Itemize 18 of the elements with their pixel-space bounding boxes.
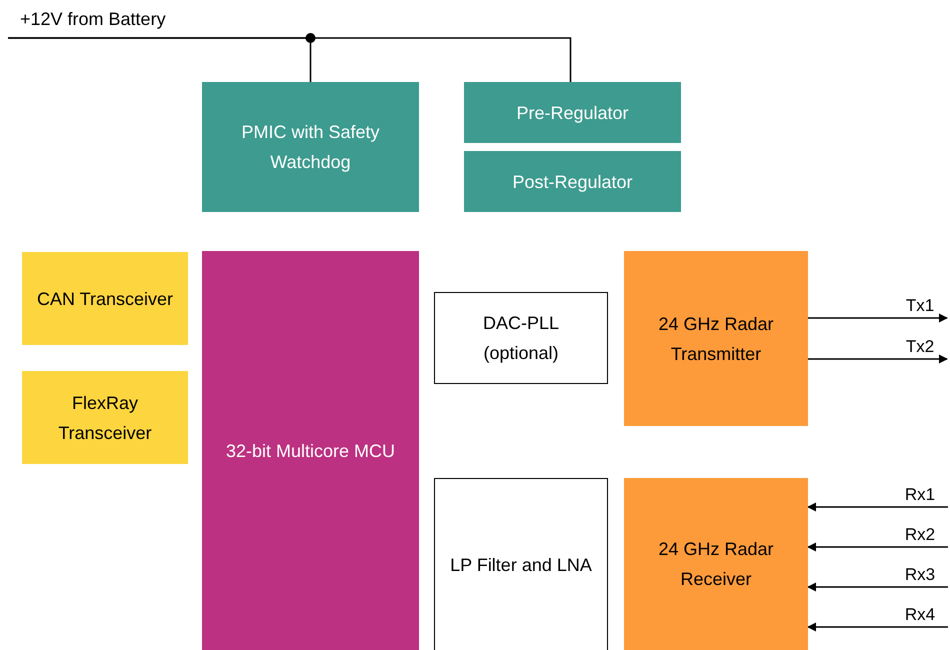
signal-arrow xyxy=(807,542,948,552)
power-line xyxy=(8,37,572,82)
signal-arrow xyxy=(808,354,948,364)
transmitter-block: 24 GHz Radar Transmitter xyxy=(624,251,808,426)
pmic-block: PMIC with Safety Watchdog xyxy=(202,82,419,212)
supply-label: +12V from Battery xyxy=(8,4,178,38)
pll-block: DAC-PLL (optional) xyxy=(434,292,608,384)
signal-arrow xyxy=(807,622,948,632)
filter-block: LP Filter and LNA xyxy=(434,478,608,650)
transceiver-block: FlexRay Transceiver xyxy=(22,371,188,464)
receiver-block: 24 GHz Radar Receiver xyxy=(624,478,808,650)
regulator-block: Post-Regulator xyxy=(464,151,681,212)
signal-arrow xyxy=(807,582,948,592)
signal-arrow xyxy=(807,502,948,512)
transceiver-block: CAN Transceiver xyxy=(22,252,188,345)
mcu-block: 32-bit Multicore MCU xyxy=(202,251,419,650)
signal-arrow xyxy=(808,314,948,322)
regulator-block: Pre-Regulator xyxy=(464,82,681,143)
